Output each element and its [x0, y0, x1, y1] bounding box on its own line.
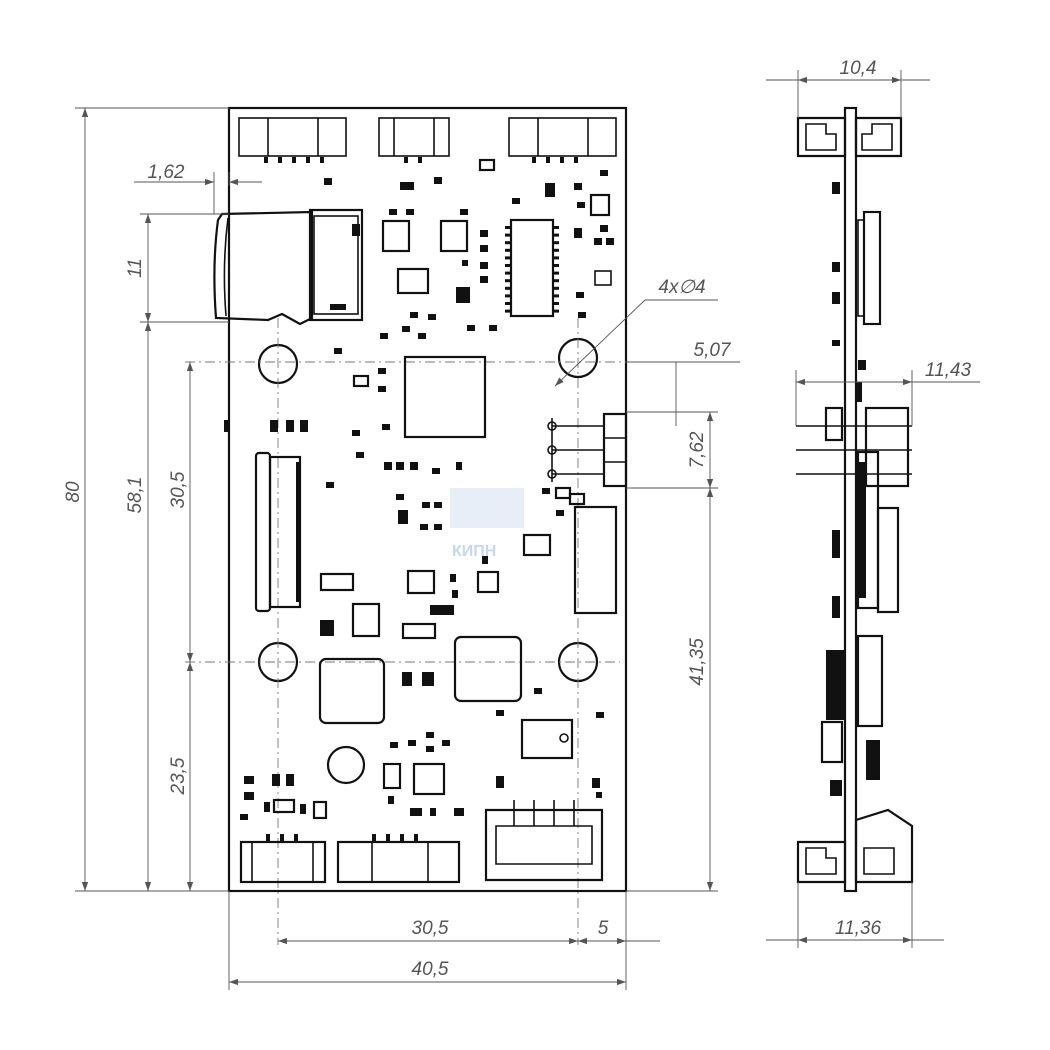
- ic-pin: [553, 302, 559, 305]
- watermark-text: КИПН: [452, 543, 496, 560]
- dim-card-width: 11: [125, 258, 146, 278]
- board-side-view: [796, 106, 914, 893]
- ic-pin: [553, 256, 559, 260]
- ic-pin: [505, 264, 511, 267]
- side-pcb: [843, 106, 858, 893]
- ic-pin: [553, 226, 559, 229]
- ic-pin: [553, 264, 559, 267]
- ic-soic-top: [505, 218, 559, 318]
- dim-hole-spacing-x: 30,5: [412, 918, 449, 939]
- ic-pin: [505, 271, 511, 275]
- ic-small-1: [381, 219, 411, 253]
- crystal: [396, 267, 430, 295]
- ic-pin: [505, 241, 511, 245]
- watermark-flag: [450, 488, 524, 528]
- ic-pin: [505, 302, 511, 305]
- top-connector-right: [508, 117, 617, 163]
- capacitor: [326, 745, 366, 785]
- top-connector-middle: [378, 117, 450, 163]
- dim-board-height: 80: [63, 481, 84, 503]
- ic-pin: [505, 286, 511, 290]
- ic-pin: [505, 248, 511, 252]
- ffc-connector: [254, 451, 302, 613]
- dim-card-overhang: 1,62: [148, 162, 185, 183]
- dim-holes: 4x∅4: [658, 277, 705, 298]
- bottom-connector-middle: [336, 834, 461, 884]
- dim-side-top: 10,4: [840, 58, 877, 79]
- board-outline: [227, 106, 628, 893]
- ic-pin: [553, 241, 559, 245]
- bottom-connector-right: [484, 800, 604, 882]
- dim-header-pitch: 7,62: [687, 431, 708, 468]
- ic-pin: [553, 286, 559, 290]
- smd-parts: [224, 158, 614, 820]
- pin-header: [547, 412, 628, 488]
- ic-soic-bottom: [520, 718, 574, 760]
- ic-pin: [553, 271, 559, 275]
- side-connector: [573, 505, 618, 615]
- ic-pin: [505, 233, 511, 237]
- ic-pin: [553, 233, 559, 237]
- ic-pin: [553, 279, 559, 283]
- ic-pin: [553, 248, 559, 252]
- front-dimensions: 80 58,1 11 30,5 23,5 1,62 4x∅4 5,07: [63, 107, 740, 990]
- ic-pin: [505, 294, 511, 298]
- dim-header-to-bottom: 41,35: [687, 638, 708, 686]
- dim-hole-lower-y: 23,5: [168, 757, 189, 795]
- ic-pin: [505, 226, 511, 229]
- dim-board-width: 40,5: [412, 959, 449, 980]
- ic-pin: [553, 294, 559, 298]
- dim-hole-edge-offset: 5: [598, 918, 609, 939]
- board-front-view: КИПН: [185, 106, 740, 945]
- inductor-left: [318, 657, 386, 725]
- ic-pin: [505, 309, 511, 313]
- ic-pin: [553, 309, 559, 313]
- dim-side-mid: 11,43: [925, 360, 972, 381]
- ic-pin: [505, 256, 511, 260]
- inductor-right: [453, 635, 523, 703]
- top-connector-left: [238, 117, 347, 163]
- ic-qfp-main: [403, 355, 487, 439]
- dim-side-bottom: 11,36: [835, 918, 882, 939]
- dim-header-offset: 5,07: [694, 340, 732, 361]
- bottom-connector-left: [239, 834, 327, 884]
- microsd-slot: [213, 208, 364, 326]
- side-dimensions: 10,4 11,43 11,36: [766, 58, 980, 948]
- ic-pin: [505, 279, 511, 283]
- dim-hole-spacing-y: 30,5: [168, 471, 189, 508]
- ic-small-2: [439, 219, 469, 253]
- dim-hole-upper-y: 58,1: [125, 477, 146, 514]
